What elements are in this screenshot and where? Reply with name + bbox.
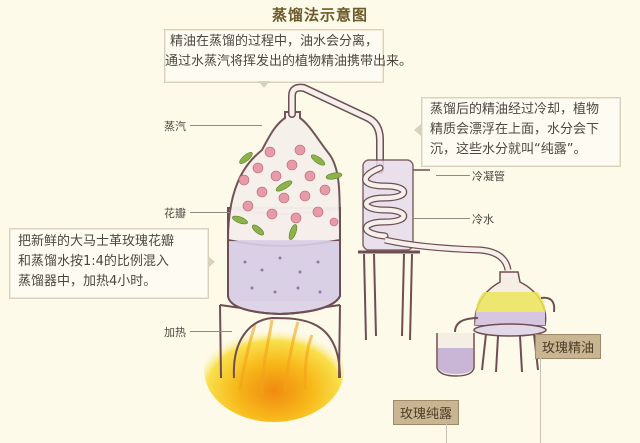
leader-line [436,175,470,176]
flame-icon [204,318,344,422]
callout-text-line: 蒸馏后的精油经过冷却，植物 [430,102,600,117]
callout-text-line: 蒸馏器中，加热4小时。 [18,274,157,289]
callout-pointer [208,256,215,268]
condenser [358,159,512,341]
label-cold-water: 冷水 [472,213,494,226]
callout-preparation-step: 把新鲜的大马士革玫瑰花瓣 和蒸馏水按1:4的比例混入 蒸馏器中，加热4小时。 [9,228,209,299]
callout-pointer [258,81,270,88]
tag-pointer-line [540,358,541,443]
callout-pointer [414,124,421,136]
callout-text-line: 通过水蒸汽将挥发出的植物精油携带出来。 [165,54,413,69]
separatory-flask [454,271,556,373]
leader-line [190,212,230,213]
callout-text-line: 精油在蒸馏的过程中，油水会分离， [169,34,378,49]
tag-pointer-line [446,424,447,443]
distillation-flask [227,111,341,316]
label-heating: 加热 [164,326,186,339]
callout-process-overview: 精油在蒸馏的过程中，油水会分离， 通过水蒸汽将挥发出的植物精油携带出来。 [164,29,413,83]
leader-line [190,125,262,126]
tag-rose-hydrosol: 玫瑰纯露 [393,400,460,425]
rose-petals [232,144,343,240]
vapor-tube [288,83,384,174]
hydrosol-beaker [436,333,475,377]
callout-cooling-explanation: 蒸馏后的精油经过冷却，植物 精质会漂浮在上面，水分会下 沉，这些水分就叫“纯露”… [421,97,621,167]
callout-text-line: 沉，这些水分就叫“纯露”。 [430,142,587,157]
tag-rose-oil: 玫瑰精油 [535,334,602,359]
leader-line [190,331,232,332]
callout-text-line: 和蒸馏水按1:4的比例混入 [18,254,169,269]
leader-line [412,218,470,219]
label-steam: 蒸汽 [164,120,186,133]
callout-text-line: 精质会漂浮在上面，水分会下 [430,122,600,137]
callout-text-line: 把新鲜的大马士革玫瑰花瓣 [18,234,175,249]
label-petals: 花瓣 [164,207,186,220]
diagram-title: 蒸馏法示意图 [271,6,368,24]
label-condenser: 冷凝管 [472,170,505,183]
